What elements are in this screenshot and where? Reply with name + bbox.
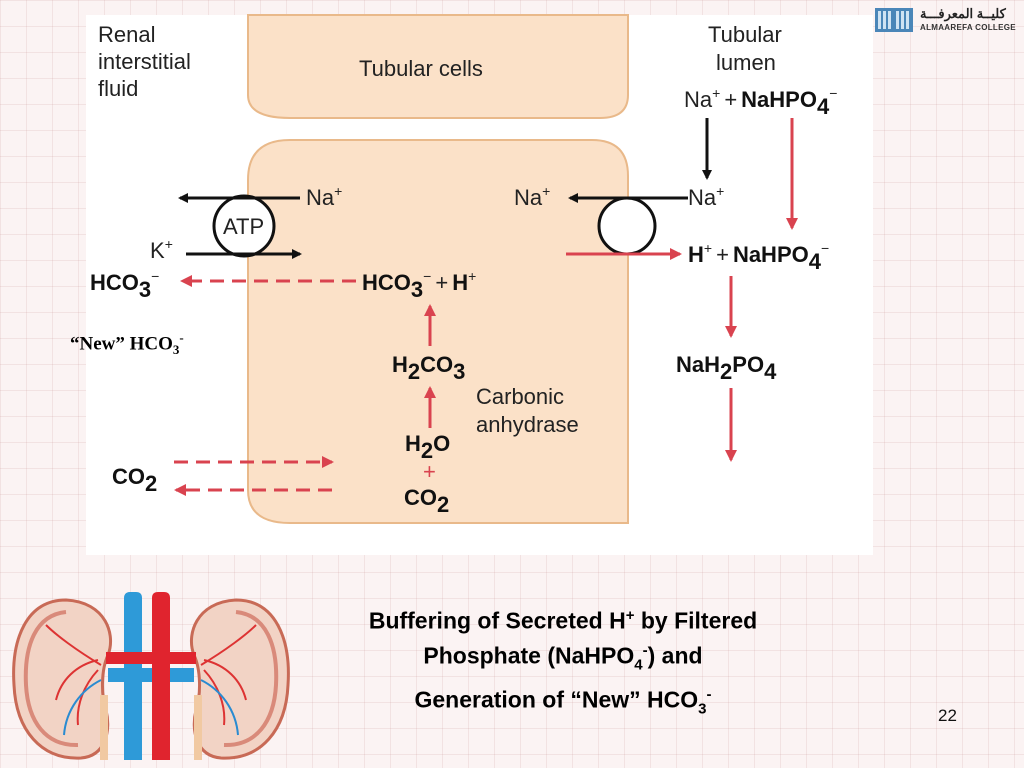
left-kidney-icon: [12, 598, 113, 760]
interstitial-label-line2: interstitial: [98, 49, 191, 74]
h2o-label: H2O: [405, 431, 450, 463]
plus-sign: +: [423, 459, 436, 484]
na-k-atpase-pump: [212, 194, 276, 258]
tubular-lumen-label-line2: lumen: [716, 50, 776, 75]
tubular-lumen-label-line1: Tubular: [708, 22, 782, 47]
tubular-cells-label: Tubular cells: [359, 56, 483, 81]
cell-na: Na+: [514, 183, 550, 210]
title-line-2: Phosphate (NaHPO4-) and: [300, 636, 826, 680]
title-line1-sup: +: [625, 607, 635, 624]
atp-label: ATP: [223, 214, 264, 239]
interstitial-hco3: HCO3−: [90, 268, 159, 302]
title-line2-b: ) and: [647, 642, 703, 669]
interstitial-label-line3: fluid: [98, 76, 138, 101]
tubular-cell-top: [247, 14, 629, 119]
page-number: 22: [938, 706, 957, 725]
slide-title: Buffering of Secreted H+ by Filtered Pho…: [300, 601, 826, 724]
cell-co2-label: CO2: [404, 485, 449, 517]
title-line2-a: Phosphate (NaHPO: [423, 642, 635, 669]
college-logo: كليــة المعرفـــة ALMAAREFA COLLEGE: [874, 6, 1020, 36]
right-kidney-icon: [189, 598, 290, 760]
interstitial-label-line1: Renal: [98, 22, 155, 47]
title-line2-sub: 4: [634, 655, 643, 673]
title-line3-sub: 3: [698, 700, 707, 718]
anhydrase-label: anhydrase: [476, 412, 579, 437]
title-line-3: Generation of “New” HCO3-: [300, 680, 826, 724]
title-line2-sup: -: [642, 641, 648, 659]
logo-arabic-text: كليــة المعرفـــة: [920, 6, 1006, 21]
new-hco3-prefix: “New” HCO: [70, 333, 173, 355]
lumen-na: Na+: [688, 183, 724, 210]
title-line-1: Buffering of Secreted H+ by Filtered: [300, 601, 826, 636]
interstitial-co2-label: CO2: [112, 464, 157, 496]
nah2po4-label: NaH2PO4: [676, 352, 777, 384]
title-line3-sup: -: [706, 685, 712, 703]
h2co3-label: H2CO3: [392, 352, 465, 384]
new-hco3-sub: 3: [172, 342, 180, 358]
title-line3-a: Generation of “New” HCO: [414, 686, 699, 713]
logo-english-text: ALMAAREFA COLLEGE: [920, 23, 1016, 32]
lumen-h-nahpo4: H++NaHPO4−: [688, 240, 829, 274]
carbonic-label: Carbonic: [476, 384, 564, 409]
interstitial-na: Na+: [306, 183, 342, 210]
lumen-na-nahpo4: Na++NaHPO4−: [684, 85, 837, 119]
kidney-illustration: [12, 592, 290, 760]
book-logo-icon: [875, 8, 913, 32]
title-line1-b: by Filtered: [634, 607, 758, 634]
new-hco3-label: “New” HCO3-: [70, 330, 184, 358]
tubular-cell-bottom: [247, 139, 629, 524]
na-h-antiporter: [597, 196, 657, 256]
cell-hco3-h: HCO3−+H+: [362, 268, 476, 302]
vena-cava-icon: [124, 592, 142, 760]
title-line1-a: Buffering of Secreted H: [368, 607, 626, 634]
interstitial-k: K+: [150, 236, 173, 263]
new-hco3-sup: -: [179, 330, 184, 345]
aorta-icon: [152, 592, 170, 760]
